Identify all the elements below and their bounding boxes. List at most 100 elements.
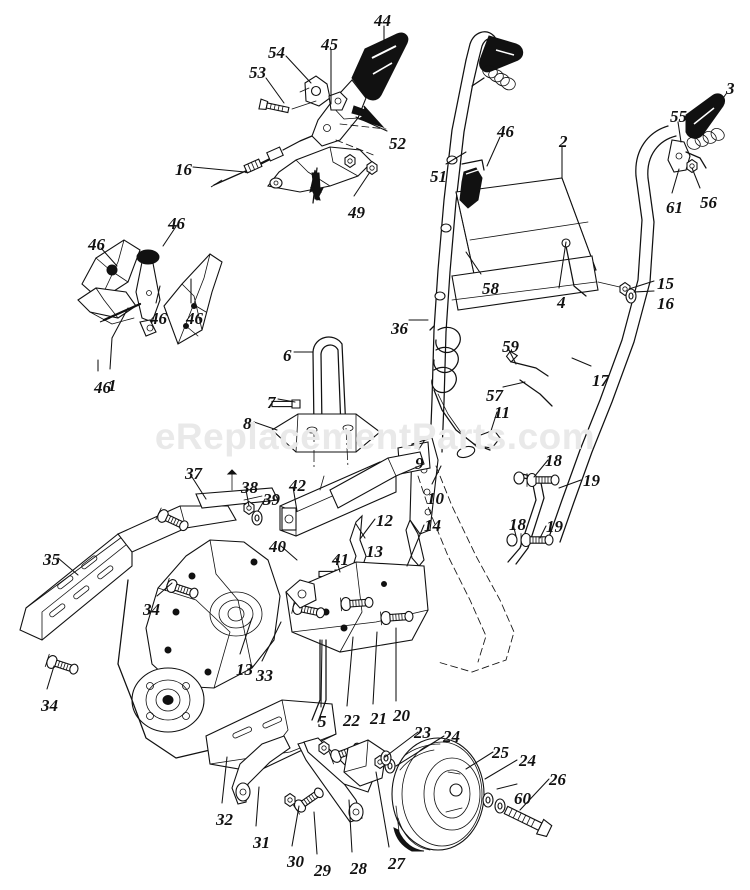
callout-number-22: 22: [343, 711, 360, 730]
control-lever-assembly: [210, 32, 409, 204]
callout-number-18: 18: [545, 451, 562, 470]
callout-number-54: 54: [268, 43, 285, 62]
callout-number-51: 51: [430, 167, 447, 186]
left-bracket-group: [77, 239, 223, 345]
callout-number-46: 46: [150, 309, 167, 328]
leader-line-58: [465, 251, 482, 275]
leader-line-31: [255, 786, 260, 827]
leader-line-41: [335, 557, 341, 573]
callout-number-29: 29: [314, 861, 331, 880]
leader-line-12: [359, 518, 376, 540]
leader-line-27: [375, 771, 390, 848]
callout-number-13: 13: [366, 542, 383, 561]
leader-line-34: [46, 665, 55, 690]
callout-number-19: 19: [546, 517, 563, 536]
leader-line-16: [633, 290, 655, 293]
callout-number-15: 15: [657, 274, 674, 293]
leader-line-38: [245, 489, 250, 507]
leader-line-35: [57, 557, 79, 576]
callout-number-53: 53: [249, 63, 266, 82]
leader-line-13: [239, 617, 253, 655]
leader-line-51: [445, 151, 467, 165]
callout-number-24: 24: [519, 751, 536, 770]
leader-line-15: [628, 280, 655, 290]
callout-number-1: 1: [108, 376, 117, 395]
callout-number-55: 55: [670, 107, 687, 126]
leader-line-18: [512, 523, 517, 537]
handle-frame-assembly: [397, 31, 726, 673]
leader-line-46: [162, 224, 178, 247]
leader-line-18: [533, 459, 549, 478]
leader-line-55: [677, 121, 682, 143]
leader-line-30: [291, 805, 300, 847]
callout-number-35: 35: [43, 550, 60, 569]
leader-line-59: [508, 349, 517, 365]
callout-number-25: 25: [492, 743, 509, 762]
callout-number-31: 31: [253, 833, 270, 852]
callout-number-44: 44: [374, 11, 391, 30]
leader-line-42: [292, 486, 298, 512]
callout-number-61: 61: [666, 198, 683, 217]
callout-number-56: 56: [700, 193, 717, 212]
callout-number-38: 38: [241, 478, 258, 497]
leader-line-46: [100, 247, 118, 267]
leader-line-7: [277, 398, 296, 403]
u-bolt-bracket-group: [271, 336, 381, 469]
leader-line-32: [221, 756, 228, 804]
leader-line-24: [484, 759, 518, 780]
leader-line-11: [489, 411, 498, 435]
frame-transmission-group: [19, 451, 429, 823]
leader-line-39: [257, 498, 266, 512]
leader-line-25: [465, 751, 494, 770]
callout-number-23: 23: [414, 723, 431, 742]
callout-number-6: 6: [283, 346, 292, 365]
callout-leader-lines: [46, 25, 727, 855]
leader-line-5: [320, 639, 323, 708]
callout-number-26: 26: [549, 770, 566, 789]
leader-line-53: [265, 77, 285, 104]
leader-line-16: [192, 166, 246, 173]
callout-number-24: 24: [443, 727, 460, 746]
callout-number-49: 49: [348, 203, 365, 222]
leader-line-46: [486, 136, 501, 167]
callout-number-42: 42: [289, 476, 306, 495]
leader-line-29: [313, 811, 318, 855]
leader-line-17: [571, 357, 592, 367]
callout-number-46: 46: [186, 309, 203, 328]
callout-number-3: 3: [726, 79, 735, 98]
callout-number-13: 13: [236, 660, 253, 679]
leader-line-14: [406, 524, 425, 567]
leader-line-34: [156, 582, 173, 597]
leader-line-52: [355, 116, 388, 132]
callout-number-46: 46: [168, 214, 185, 233]
callout-number-19: 19: [583, 471, 600, 490]
leader-line-56: [691, 167, 701, 189]
callout-number-10: 10: [427, 489, 444, 508]
callout-number-59: 59: [502, 337, 519, 356]
callout-number-11: 11: [494, 403, 511, 422]
callout-number-46: 46: [94, 378, 111, 397]
callout-number-12: 12: [376, 511, 393, 530]
callout-number-34: 34: [143, 600, 160, 619]
leader-line-54: [285, 55, 312, 84]
callout-number-20: 20: [393, 706, 410, 725]
leader-line-19: [558, 479, 582, 489]
callout-number-14: 14: [424, 516, 441, 535]
callout-number-8: 8: [243, 414, 252, 433]
callout-number-7: 7: [267, 393, 276, 412]
leader-line-23: [384, 731, 419, 758]
wheel-assembly: [380, 737, 553, 852]
leader-line-4: [558, 241, 567, 289]
callout-number-27: 27: [388, 854, 405, 873]
leader-line-26: [519, 778, 550, 811]
leader-line-3: [705, 93, 727, 123]
callout-number-37: 37: [185, 464, 202, 483]
leader-line-28: [348, 799, 353, 853]
callout-number-17: 17: [592, 371, 609, 390]
callout-number-40: 40: [269, 537, 286, 556]
callout-number-41: 41: [332, 550, 349, 569]
callout-number-46: 46: [497, 122, 514, 141]
callout-number-57: 57: [486, 386, 503, 405]
